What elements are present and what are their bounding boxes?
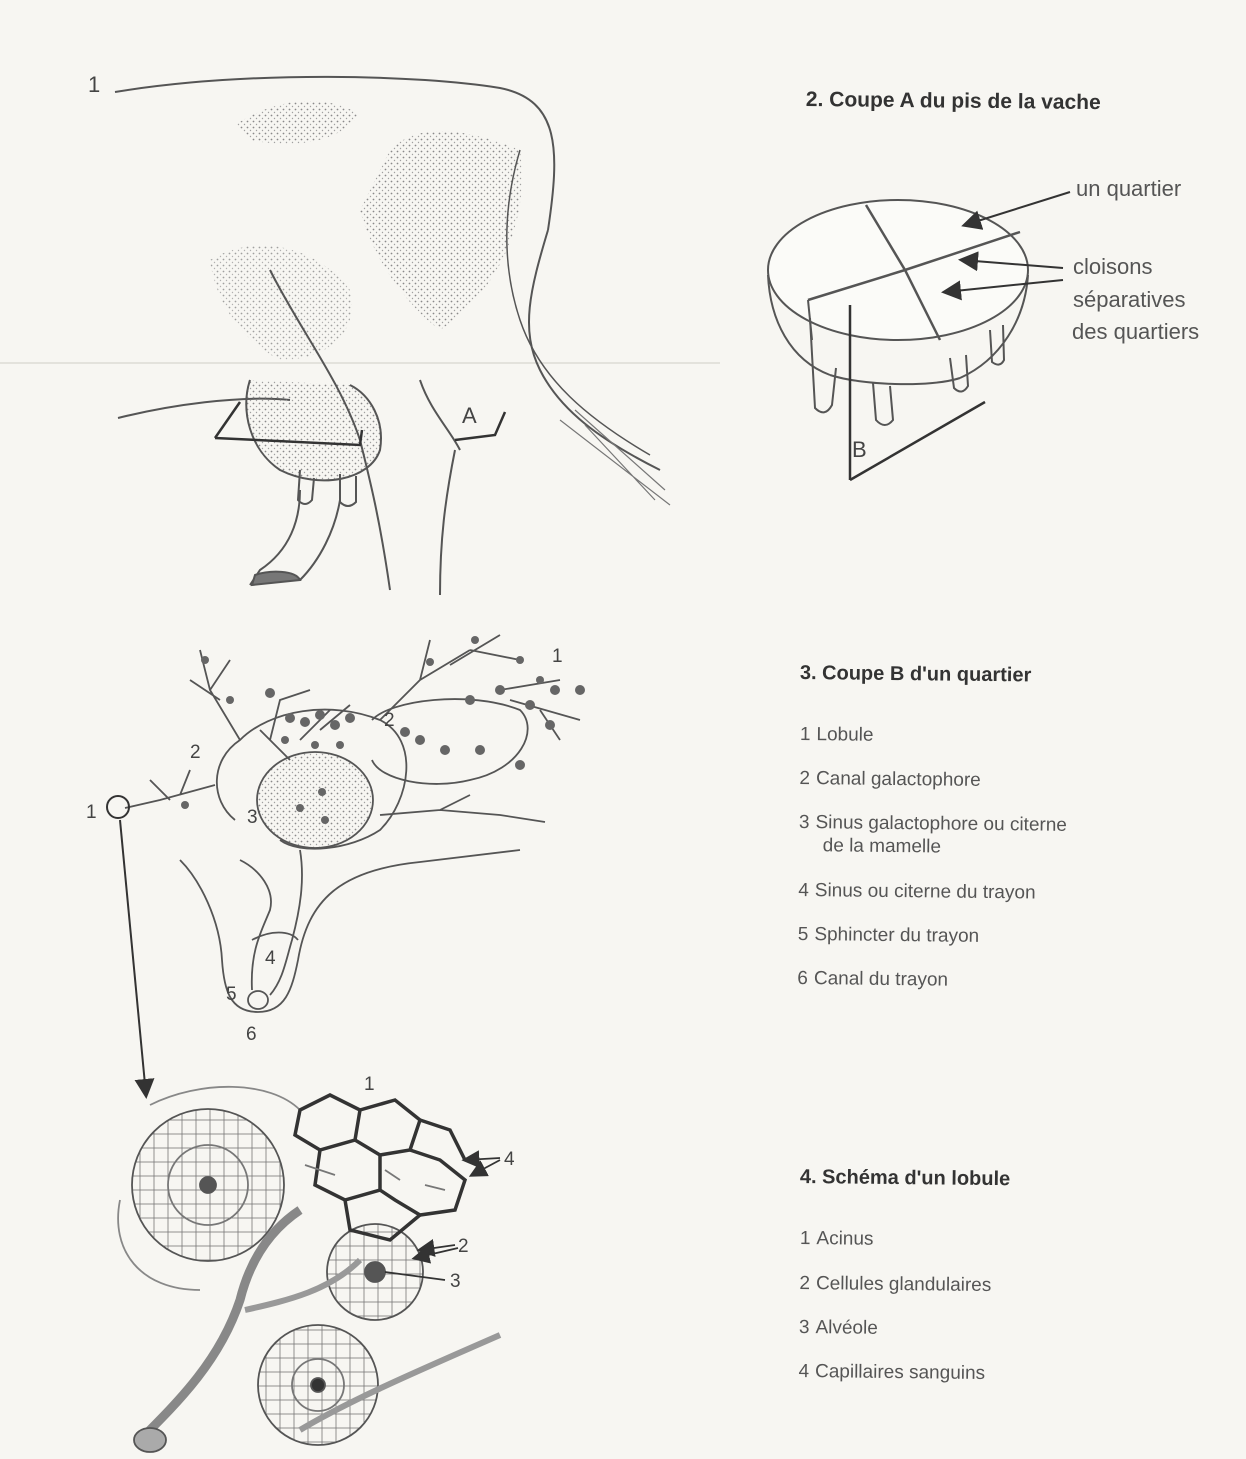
cut-a-label: A xyxy=(462,403,477,428)
callout-cloisons-line3: des quartiers xyxy=(1072,319,1199,345)
figure3-title: 3. Coupe B d'un quartier xyxy=(800,662,1032,687)
callout-cloisons-line2: séparatives xyxy=(1073,287,1186,313)
diagram3-label-1b: 1 xyxy=(86,802,97,823)
diagram4-label-2: 2 xyxy=(458,1236,469,1257)
callout-cloisons-line1: cloisons xyxy=(1073,254,1152,280)
diagram3-label-1a: 1 xyxy=(552,646,563,667)
diagram3-label-6: 6 xyxy=(246,1024,257,1045)
diagram4-label-3: 3 xyxy=(450,1271,461,1292)
lobule-magnify-arrow xyxy=(120,820,146,1095)
legend3-item-continuation: de la mamelle xyxy=(823,835,942,858)
udder-section-a-drawing xyxy=(768,200,1028,480)
diagram3-label-4: 4 xyxy=(265,948,276,969)
figure4-title: 4. Schéma d'un lobule xyxy=(800,1166,1011,1191)
diagram3-label-3: 3 xyxy=(247,807,258,828)
cow-marker-label: 1 xyxy=(88,72,100,97)
diagram4-label-4: 4 xyxy=(504,1149,515,1170)
callout-quartier: un quartier xyxy=(1076,176,1181,202)
diagram3-label-2a: 2 xyxy=(190,742,201,763)
diagram3-label-5: 5 xyxy=(226,984,237,1005)
cut-b-label: B xyxy=(852,437,867,462)
quarter-section-b-drawing xyxy=(107,635,580,1012)
diagram3-label-2b: 2 xyxy=(384,710,395,731)
cow-hindquarters-drawing xyxy=(115,77,670,595)
diagram4-label-1: 1 xyxy=(364,1074,375,1095)
figure2-title: 2. Coupe A du pis de la vache xyxy=(806,88,1101,115)
lobule-clusters xyxy=(181,636,585,824)
lobule-scheme-drawing xyxy=(118,1087,500,1452)
